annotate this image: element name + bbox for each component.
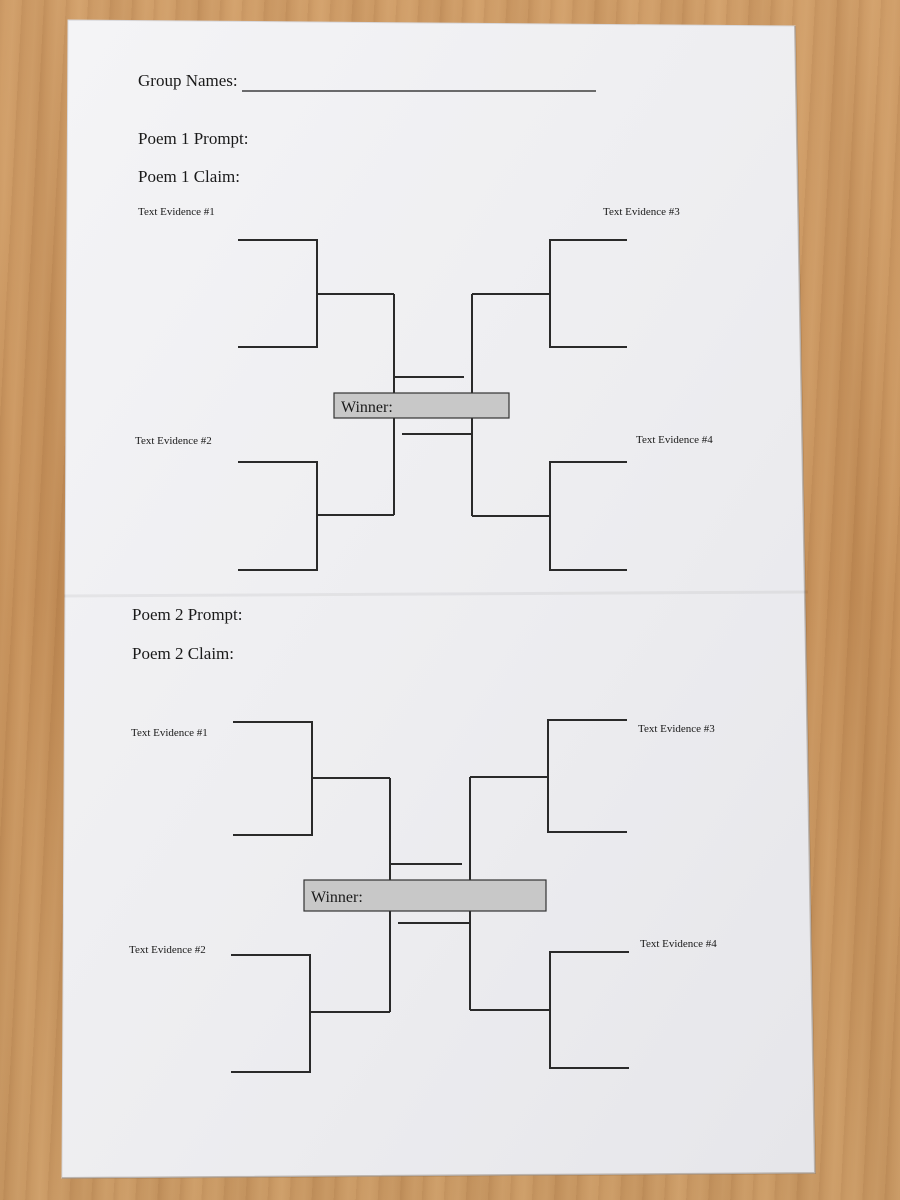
paper-shadow <box>61 25 817 1179</box>
paper-fold <box>63 590 809 598</box>
poem1-claim-label: Poem 1 Claim: <box>138 167 240 186</box>
poem1-evidence-4-label: Text Evidence #4 <box>636 434 713 446</box>
poem1-evidence-3-label: Text Evidence #3 <box>603 206 680 218</box>
poem2-left-bottom-bracket <box>231 954 311 1073</box>
poem2-evidence-4-label: Text Evidence #4 <box>640 938 717 950</box>
poem1-prompt-label: Poem 1 Prompt: <box>138 129 249 148</box>
poem1-winner-label: Winner: <box>341 399 393 416</box>
poem2-evidence-3-label: Text Evidence #3 <box>638 723 715 735</box>
poem2-winner-label: Winner: <box>311 889 363 906</box>
poem2-bracket <box>231 719 629 1073</box>
poem1-winner-box: Winner: <box>333 392 510 419</box>
poem2-prompt-label: Poem 2 Prompt: <box>132 605 243 624</box>
paper-sheet <box>61 19 816 1179</box>
poem2-evidence-2-label: Text Evidence #2 <box>129 944 206 956</box>
poem2-claim-label: Poem 2 Claim: <box>132 644 234 663</box>
poem1-evidence-2-label: Text Evidence #2 <box>135 435 212 447</box>
poem2-winner-box: Winner: <box>303 879 547 912</box>
group-names-label: Group Names: <box>138 71 238 90</box>
poem1-evidence-1-label: Text Evidence #1 <box>138 206 215 218</box>
poem2-evidence-1-label: Text Evidence #1 <box>131 727 208 739</box>
